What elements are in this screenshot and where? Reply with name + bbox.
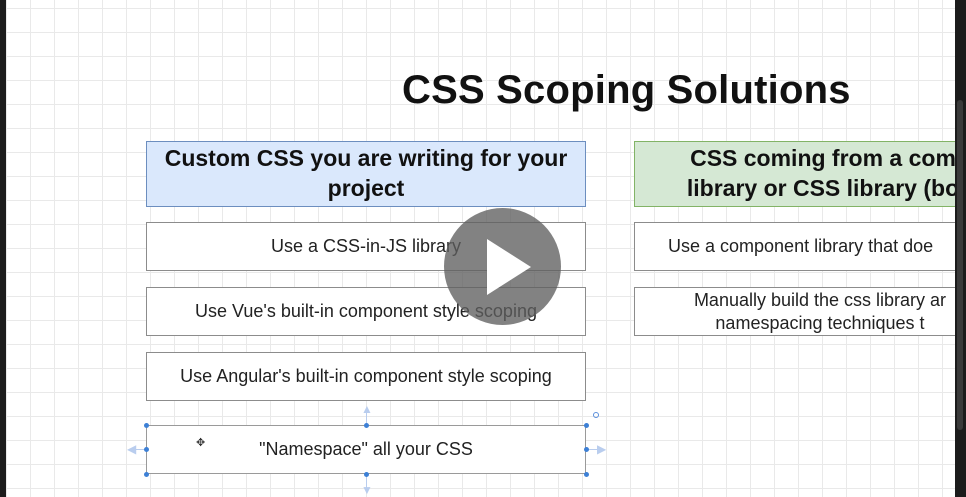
scrollbar[interactable] (957, 100, 963, 430)
left-guide (134, 449, 146, 450)
custom-css-header[interactable]: Custom CSS you are writing for your proj… (146, 141, 586, 207)
move-cursor-icon: ✥ (196, 437, 206, 449)
library-css-header-label: CSS coming from a com library or CSS lib… (686, 145, 955, 201)
resize-handle-br[interactable] (584, 472, 589, 477)
manual-library-box[interactable]: Manually build the css library ar namesp… (634, 287, 955, 336)
vue-scoping-label: Use Vue's built-in component style scopi… (195, 301, 537, 322)
css-in-js-label: Use a CSS-in-JS library (270, 236, 462, 257)
resize-handle-l[interactable] (144, 447, 149, 452)
library-css-header[interactable]: CSS coming from a com library or CSS lib… (634, 141, 955, 207)
right-guide (586, 449, 600, 450)
rotate-handle-icon[interactable] (593, 412, 599, 418)
custom-css-header-label: Custom CSS you are writing for your proj… (164, 145, 568, 201)
resize-handle-r[interactable] (584, 447, 589, 452)
right-arrow-icon[interactable]: ▶ (597, 442, 607, 456)
resize-handle-bl[interactable] (144, 472, 149, 477)
angular-scoping-box[interactable]: Use Angular's built-in component style s… (146, 352, 586, 401)
resize-handle-tr[interactable] (584, 423, 589, 428)
slide-title: CSS Scoping Solutions (402, 68, 851, 112)
resize-handle-tl[interactable] (144, 423, 149, 428)
resize-handle-t[interactable] (364, 423, 369, 428)
namespace-css-box[interactable]: "Namespace" all your CSS (146, 425, 586, 474)
top-guide (366, 408, 367, 425)
component-library-box[interactable]: Use a component library that doe (634, 222, 955, 271)
play-button[interactable] (444, 208, 561, 325)
manual-library-label: Manually build the css library ar namesp… (693, 290, 947, 333)
component-library-label: Use a component library that doe (668, 236, 934, 257)
resize-handle-b[interactable] (364, 472, 369, 477)
angular-scoping-label: Use Angular's built-in component style s… (180, 366, 552, 387)
up-arrow-icon[interactable]: ▲ (361, 402, 373, 416)
left-arrow-icon[interactable]: ◀ (127, 442, 137, 456)
down-arrow-icon[interactable]: ▼ (361, 483, 373, 497)
diagram-canvas[interactable]: CSS Scoping Solutions Custom CSS you are… (6, 0, 955, 497)
bottom-guide (366, 474, 367, 489)
namespace-css-label: "Namespace" all your CSS (259, 439, 473, 460)
